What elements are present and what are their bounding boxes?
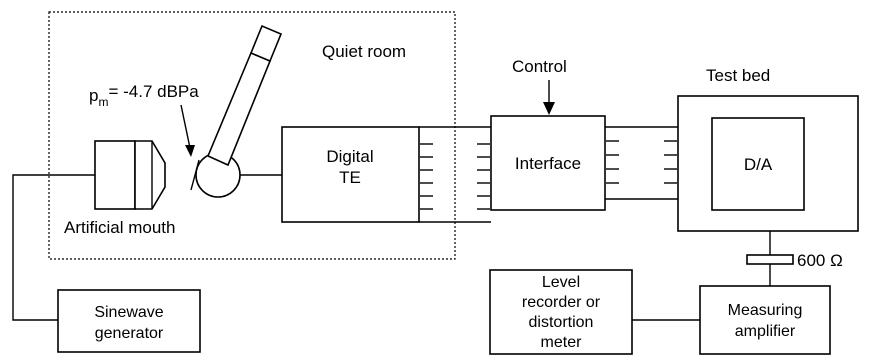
- bus-te-interface: [419, 126, 491, 223]
- generator-to-mouth-line: [12, 174, 95, 321]
- bus-interface-testbed: [605, 126, 678, 200]
- artificial-mouth-label: Artificial mouth: [64, 218, 175, 237]
- level-recorder-label-3: distortion: [529, 314, 594, 331]
- level-recorder-label-4: meter: [541, 334, 583, 351]
- pressure-label: pm= -4.7 dBPa: [89, 82, 199, 109]
- level-recorder-box: [489, 269, 633, 355]
- load-resistor: [746, 254, 794, 265]
- da-label: D/A: [744, 155, 773, 174]
- impedance-label: 600 Ω: [797, 251, 843, 270]
- measuring-amplifier-label-2: amplifier: [735, 323, 796, 340]
- quiet-room-boundary: [48, 11, 456, 260]
- artificial-mouth: [94, 140, 166, 210]
- interface-box: [490, 115, 606, 211]
- digital-te-box: [281, 126, 420, 223]
- interface-label: Interface: [515, 154, 581, 173]
- measuring-amplifier-label-1: Measuring: [728, 302, 803, 319]
- handset: [190, 24, 283, 198]
- pressure-arrowhead: [185, 145, 195, 157]
- sinewave-generator-label-2: generator: [95, 325, 164, 342]
- control-arrowhead: [543, 102, 555, 115]
- level-recorder-label-2: recorder or: [522, 294, 601, 311]
- control-label: Control: [512, 57, 567, 76]
- pressure-arrow: [180, 104, 191, 149]
- test-bed-label: Test bed: [706, 66, 770, 85]
- measuring-amplifier-box: [699, 285, 831, 355]
- digital-te-label-2: TE: [339, 168, 361, 187]
- digital-te-label-1: Digital: [326, 147, 373, 166]
- quiet-room-label: Quiet room: [322, 42, 406, 61]
- sinewave-generator-label-1: Sinewave: [94, 304, 163, 321]
- da-box: [711, 117, 805, 211]
- sinewave-generator-box: [57, 289, 201, 353]
- level-recorder-label-1: Level: [542, 274, 580, 291]
